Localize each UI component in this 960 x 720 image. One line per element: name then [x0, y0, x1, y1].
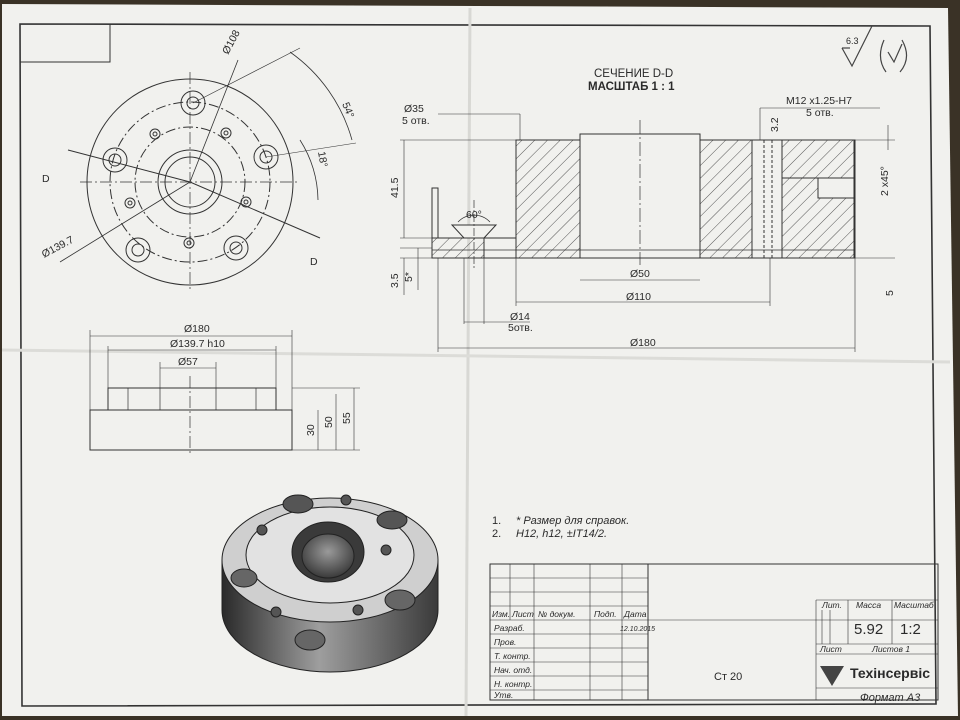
dim-d180-section: Ø180: [630, 337, 656, 349]
paper-fold: [1, 348, 951, 364]
hatch-right-hub: [699, 139, 753, 259]
cut-label-left: D: [42, 173, 50, 185]
roughness-value: 6.3: [846, 36, 859, 46]
note-1-text: * Размер для справок.: [516, 515, 629, 527]
dim-d50: Ø50: [630, 268, 650, 280]
paper-fold: [464, 7, 472, 717]
tb-sheets: Листов 1: [871, 644, 910, 654]
tb-scale-value: 1:2: [900, 621, 921, 638]
tb-date: 12.10.2015: [620, 626, 655, 633]
front-view: [89, 330, 360, 456]
dim-chamfer: 2 x45°: [879, 166, 891, 196]
section-view: [400, 107, 895, 352]
dim-holes5-c: 5отв.: [508, 322, 533, 334]
dim-h50: 50: [323, 416, 335, 428]
dim-d180-front: Ø180: [184, 323, 210, 335]
dim-h5b: 5: [884, 290, 896, 296]
tb-mass-value: 5.92: [854, 621, 883, 638]
tb-tkontr: Т. контр.: [494, 651, 531, 661]
dim-angle18: 18°: [315, 150, 330, 168]
dim-h55: 55: [341, 412, 353, 424]
dim-d57: Ø57: [178, 356, 198, 368]
section-scale: МАСШТАБ 1 : 1: [588, 81, 675, 93]
hatch-left-hub: [515, 139, 581, 259]
note-1-num: 1.: [492, 515, 501, 527]
tb-format: Формат А3: [860, 692, 921, 704]
dim-d14: Ø14: [510, 311, 530, 323]
dim-h35: 3.5: [389, 273, 401, 288]
roughness-symbol: [841, 25, 908, 73]
dim-holes5-a: 5 отв.: [402, 115, 430, 127]
tb-prov: Пров.: [494, 637, 516, 647]
dim-d35: Ø35: [404, 103, 424, 115]
tb-izm: Изм.: [492, 609, 510, 619]
tb-list: Лист: [511, 609, 534, 619]
small-holes: [124, 127, 252, 249]
dim-thread: M12 x1.25-H7: [786, 95, 852, 107]
note-2-num: 2.: [492, 528, 501, 540]
tb-lit: Лит.: [821, 600, 842, 610]
dim-v32: 3.2: [769, 117, 781, 132]
top-view: [59, 47, 357, 292]
tb-utv: Утв.: [493, 690, 513, 700]
tb-data: Дата: [623, 609, 647, 619]
large-holes: [102, 90, 279, 263]
tb-nkontr: Н. контр.: [494, 679, 532, 689]
tb-doc: № докум.: [538, 609, 575, 619]
dim-angle60: 60°: [466, 209, 482, 221]
company-logo: Техінсервіс: [820, 665, 930, 686]
dim-d139-front: Ø139.7 h10: [170, 338, 225, 350]
dim-angle54: 54°: [339, 101, 356, 120]
tb-sheet: Лист: [819, 644, 842, 654]
tb-material: Ст 20: [714, 671, 742, 683]
cut-label-right: D: [310, 256, 318, 268]
note-2-text: H12, h12, ±IT14/2.: [516, 528, 607, 540]
drawing-frame: [19, 23, 937, 707]
dim-d110: Ø110: [626, 291, 651, 303]
svg-text:Техінсервіс: Техінсервіс: [850, 665, 930, 681]
dim-h30: 30: [305, 424, 317, 436]
tb-massa: Масса: [856, 600, 881, 610]
tb-razrab: Разраб.: [494, 623, 525, 633]
dim-holes5-b: 5 отв.: [806, 107, 834, 119]
tb-masshtab: Масштаб: [894, 600, 935, 610]
section-title: СЕЧЕНИЕ D-D: [594, 68, 673, 80]
isometric-view: [221, 494, 439, 673]
top-left-stamp-box: [19, 23, 111, 63]
hatch-left-flange: [431, 237, 485, 259]
title-block: [489, 563, 939, 701]
dim-h41: 41.5: [389, 177, 401, 198]
tb-podp: Подп.: [594, 609, 617, 619]
tb-nach: Нач. отд.: [494, 665, 532, 675]
dim-h5a: 5*: [403, 272, 415, 282]
